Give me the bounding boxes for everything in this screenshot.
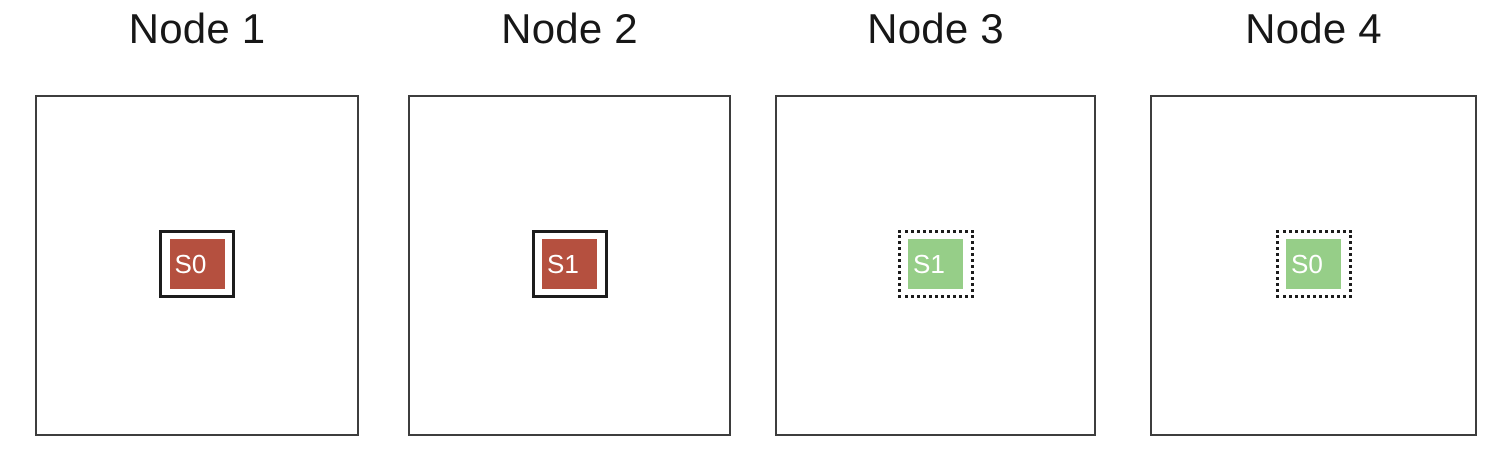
node-badge-2[interactable]: S1 [542,238,597,289]
node-badge-1[interactable]: S0 [169,238,225,289]
node-panel-3: Node 3 S1 [775,0,1096,462]
node-title-2: Node 2 [501,5,638,52]
node-badge-3[interactable]: S1 [908,238,963,289]
node-box-1[interactable]: S0 [35,95,359,436]
node-panel-2: Node 2 S1 [408,0,731,462]
node-box-2[interactable]: S1 [408,95,731,436]
node-badge-4[interactable]: S0 [1286,238,1341,289]
node-box-4[interactable]: S0 [1150,95,1477,436]
node-slot-2[interactable]: S1 [531,229,608,298]
node-title-4: Node 4 [1245,5,1382,52]
node-slot-1[interactable]: S0 [159,229,235,298]
node-box-3[interactable]: S1 [775,95,1096,436]
node-title-1: Node 1 [128,5,266,52]
node-slot-3[interactable]: S1 [897,229,974,298]
node-title-3: Node 3 [867,5,1004,52]
node-panel-1: Node 1 S0 [35,0,359,462]
node-panel-4: Node 4 S0 [1150,0,1477,462]
node-slot-4[interactable]: S0 [1275,229,1352,298]
